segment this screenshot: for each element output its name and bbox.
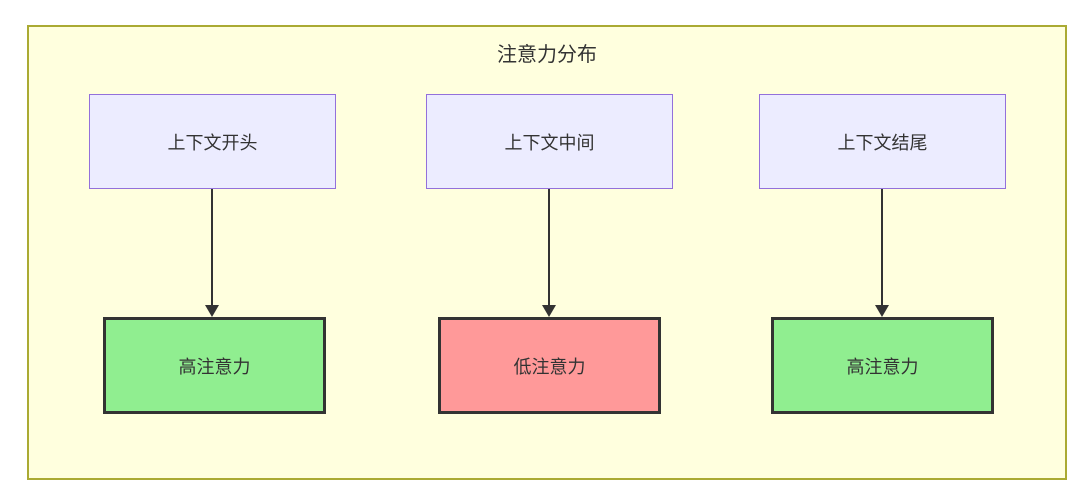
node-context-start: 上下文开头 — [89, 94, 336, 189]
edge-line — [211, 189, 213, 306]
node-low-attention-middle: 低注意力 — [438, 317, 661, 414]
attention-distribution-cluster: 注意力分布 上下文开头 上下文中间 上下文结尾 高注意力 低注意力 — [27, 25, 1067, 480]
edge-context-end-to-high-attention — [875, 189, 889, 317]
node-label: 高注意力 — [846, 356, 919, 377]
node-label: 上下文中间 — [504, 132, 595, 153]
edge-context-start-to-high-attention — [205, 189, 219, 317]
diagram-title: 注意力分布 — [497, 44, 597, 66]
edge-context-middle-to-low-attention — [542, 189, 556, 317]
node-high-attention-left: 高注意力 — [103, 317, 326, 414]
node-high-attention-right: 高注意力 — [771, 317, 994, 414]
node-label: 上下文结尾 — [837, 132, 928, 153]
arrowhead-icon — [875, 305, 889, 317]
node-context-end: 上下文结尾 — [759, 94, 1006, 189]
arrowhead-icon — [542, 305, 556, 317]
arrowhead-icon — [205, 305, 219, 317]
node-label: 上下文开头 — [167, 132, 258, 153]
edge-line — [881, 189, 883, 306]
node-context-middle: 上下文中间 — [426, 94, 673, 189]
node-label: 高注意力 — [178, 356, 251, 377]
node-label: 低注意力 — [513, 356, 586, 377]
edge-line — [548, 189, 550, 306]
